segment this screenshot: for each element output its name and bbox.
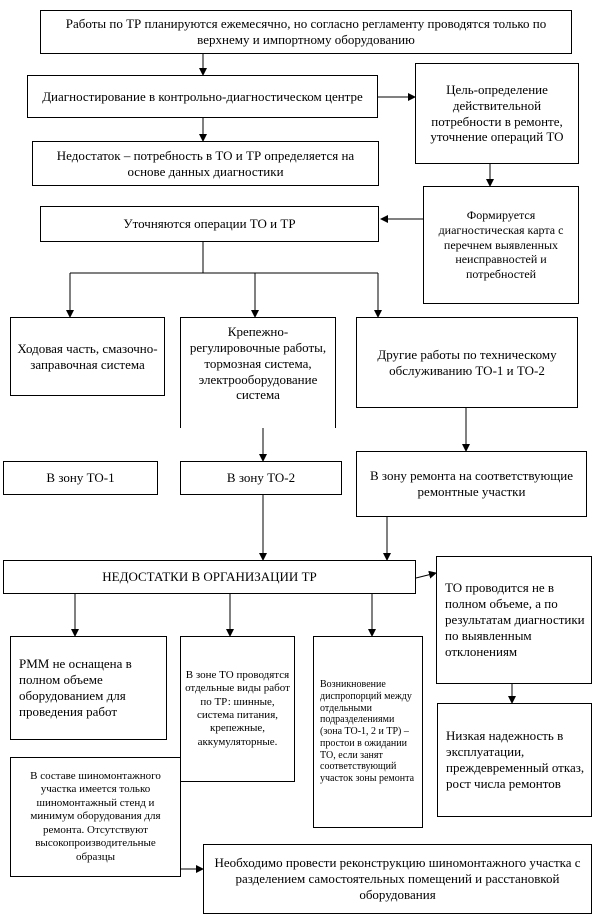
node-rmm-equipment: РММ не оснащена в полном объеме оборудов… <box>10 636 167 740</box>
node-disproportions: Возникновение диспропорций между отдельн… <box>313 636 423 828</box>
node-diagnostic-card: Формируется диагностическая карта с пере… <box>423 186 579 304</box>
node-zone-to1: В зону ТО-1 <box>3 461 158 495</box>
arrow-flaws-to-partial <box>415 570 437 579</box>
node-shortcoming-diagnostics: Недостаток – потребность в ТО и ТР опред… <box>32 141 379 186</box>
node-other-works: Другие работы по техническому обслуживан… <box>356 317 578 408</box>
node-partial-maintenance: ТО проводится не в полном объеме, а по р… <box>436 556 592 684</box>
node-chassis: Ходовая часть, смазочно-заправочная сист… <box>10 317 165 396</box>
node-zone-to2: В зону ТО-2 <box>180 461 342 495</box>
node-to-zone-repairs: В зоне ТО проводятся отдельные виды рабо… <box>180 636 295 782</box>
node-low-reliability: Низкая надежность в эксплуатации, прежде… <box>437 703 592 817</box>
node-refine-operations: Уточняются операции ТО и ТР <box>40 206 379 242</box>
node-tire-shop: В составе шиномонтажного участка имеется… <box>10 757 181 877</box>
node-fastening-works: Крепежно-регулировочные работы, тормозна… <box>180 317 336 428</box>
node-diagnostics-center: Диагностирование в контрольно-диагностич… <box>27 75 378 118</box>
node-monthly-planning: Работы по ТР планируются ежемесячно, но … <box>40 10 572 54</box>
node-repair-zone: В зону ремонта на соответствующие ремонт… <box>356 451 587 517</box>
node-goal: Цель-определение действительной потребно… <box>415 63 579 164</box>
node-organization-flaws: НЕДОСТАТКИ В ОРГАНИЗАЦИИ ТР <box>3 560 416 594</box>
node-reconstruction: Необходимо провести реконструкцию шиномо… <box>203 844 592 914</box>
